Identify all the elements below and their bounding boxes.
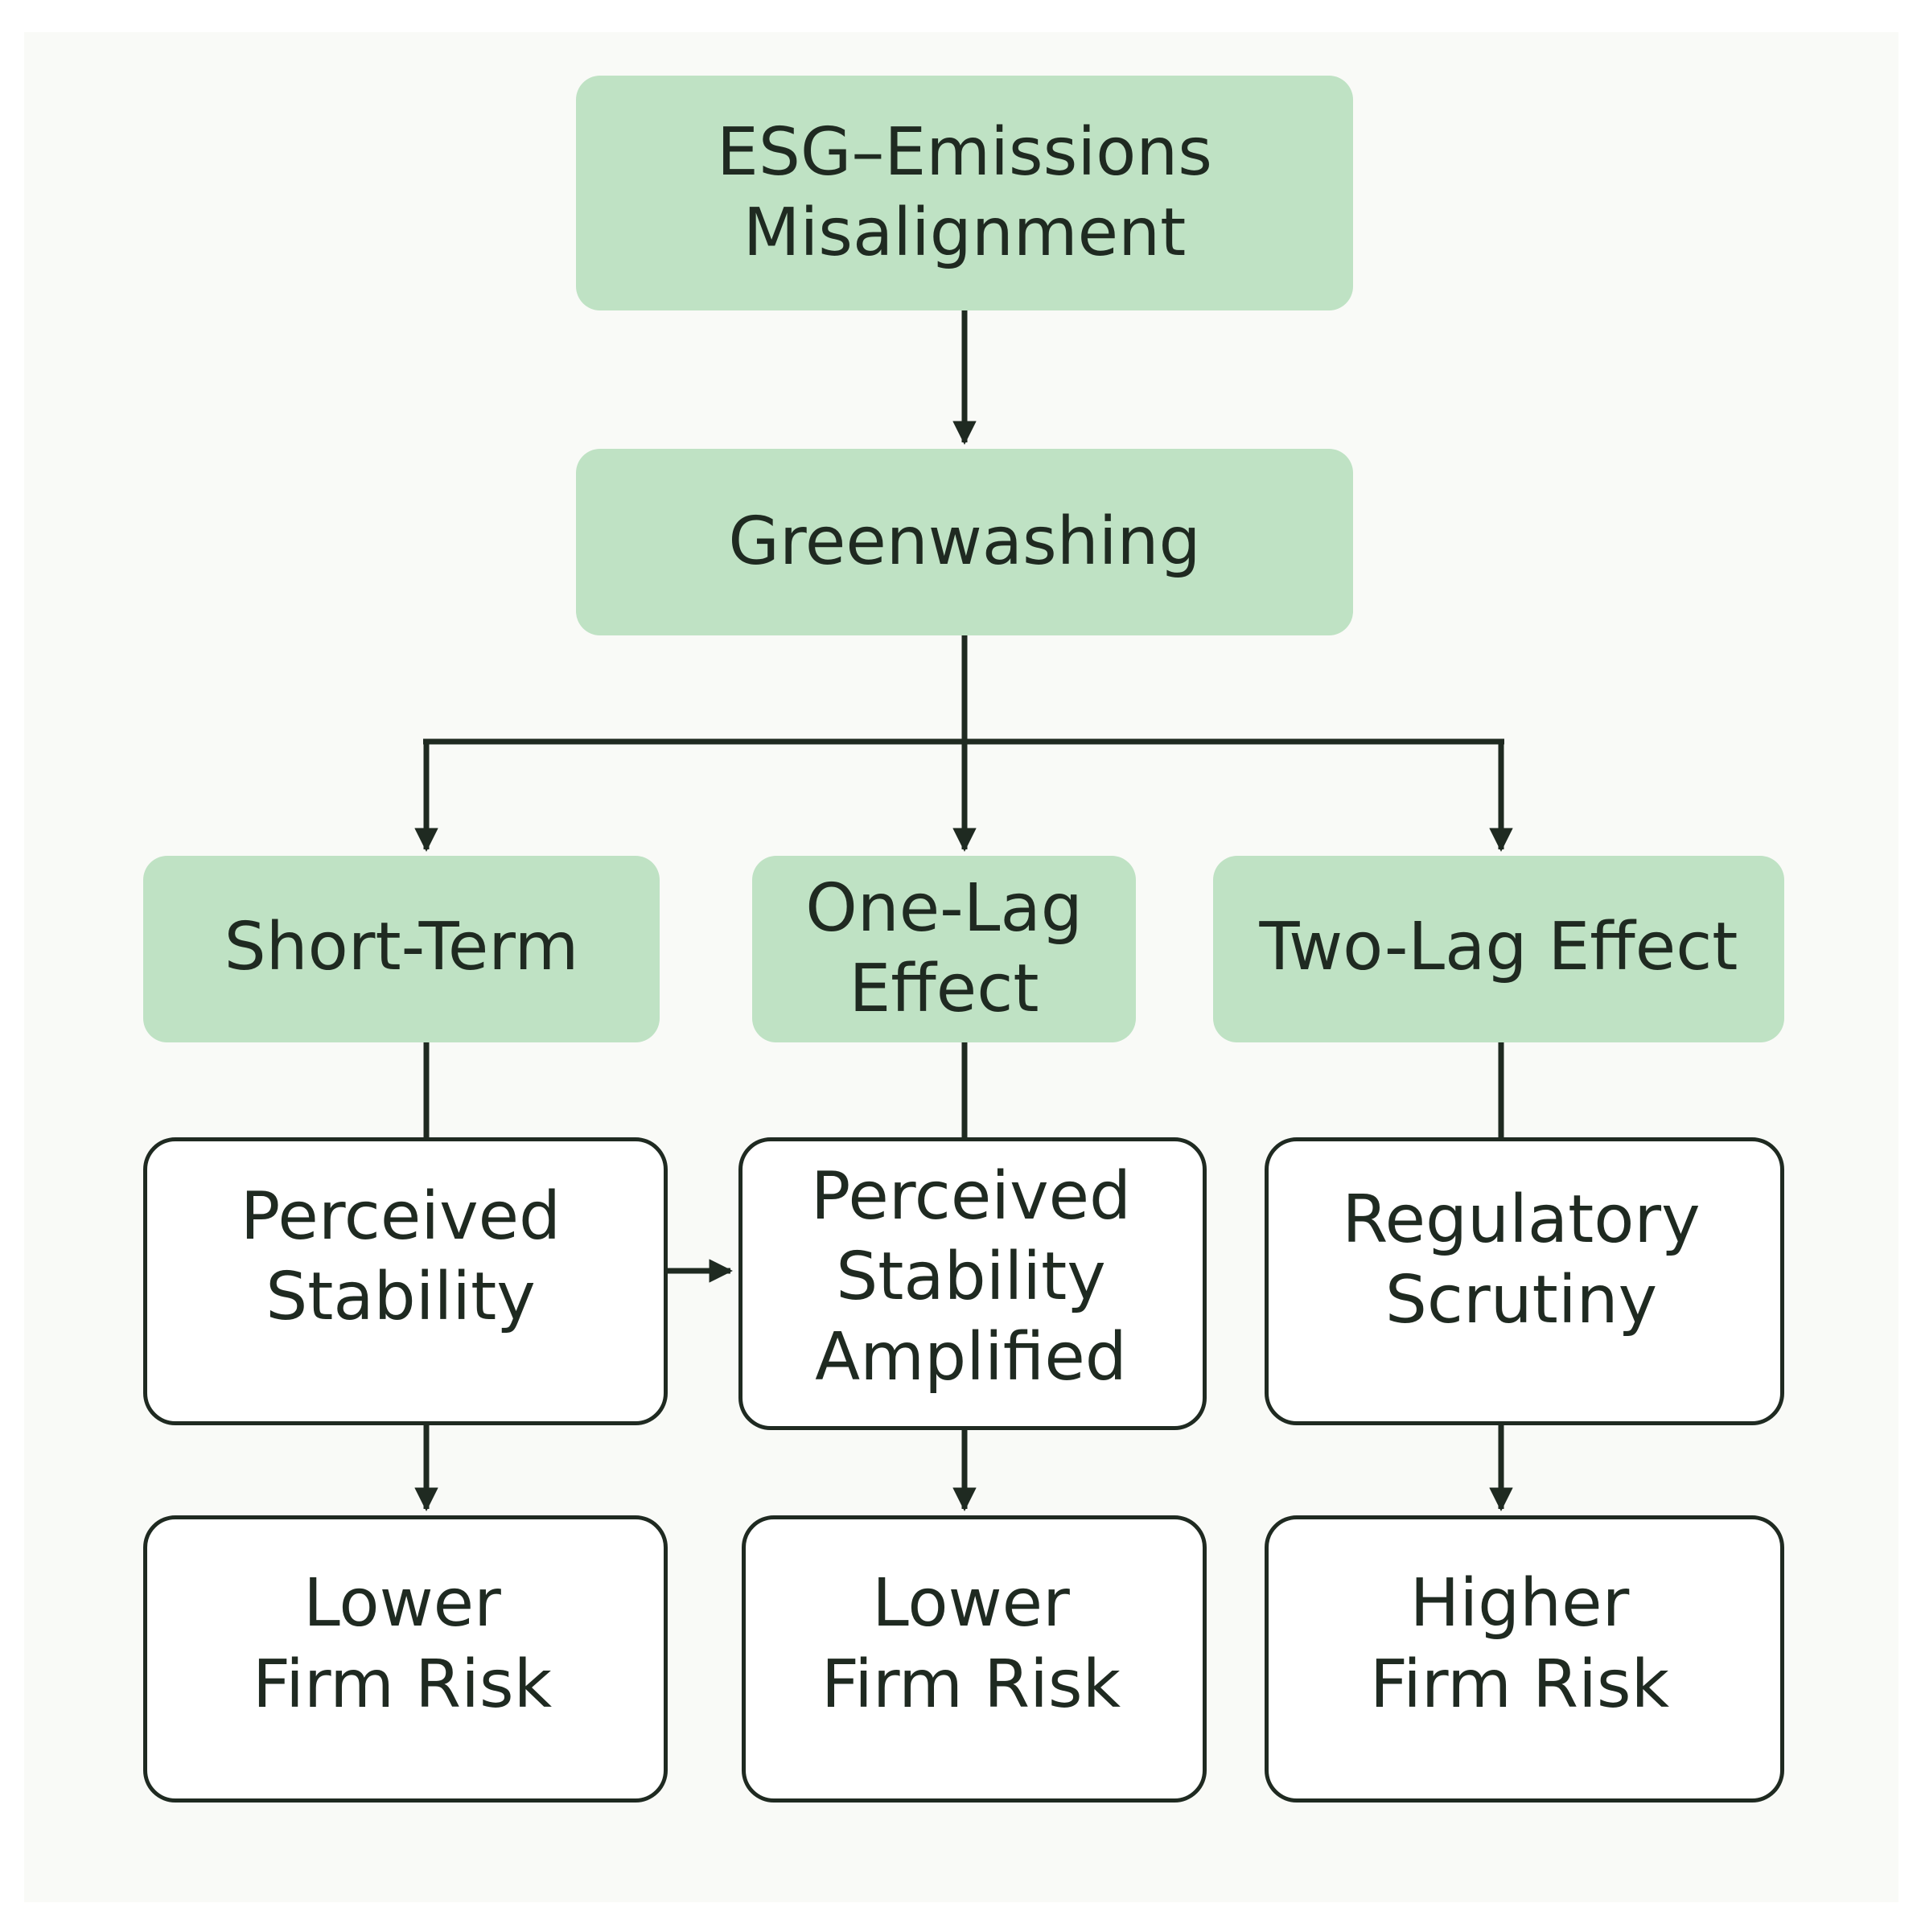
node-label: Short-Term	[224, 908, 579, 985]
node-greenwashing: Greenwashing	[576, 449, 1353, 635]
node-label: Two-Lag Effect	[1259, 908, 1738, 985]
node-label: One-Lag Effect	[805, 869, 1083, 1027]
node-lower-firm-risk-one-lag: Lower Firm Risk	[742, 1515, 1207, 1803]
node-label: ESG–Emissions Misalignment	[717, 113, 1212, 271]
node-regulatory-scrutiny: Regulatory Scrutiny	[1265, 1137, 1784, 1425]
node-label: Perceived Stability	[240, 1178, 561, 1335]
node-one-lag-effect: One-Lag Effect	[752, 856, 1136, 1042]
node-esg-emissions-misalignment: ESG–Emissions Misalignment	[576, 76, 1353, 310]
node-label: Higher Firm Risk	[1369, 1565, 1670, 1723]
node-perceived-stability-amplified: Perceived Stability Amplified	[738, 1137, 1207, 1430]
node-label: Perceived Stability Amplified	[810, 1157, 1132, 1396]
node-label: Lower Firm Risk	[821, 1565, 1121, 1723]
node-two-lag-effect: Two-Lag Effect	[1213, 856, 1784, 1042]
node-short-term: Short-Term	[143, 856, 660, 1042]
node-label: Lower Firm Risk	[252, 1565, 553, 1723]
node-lower-firm-risk-short: Lower Firm Risk	[143, 1515, 668, 1803]
node-higher-firm-risk: Higher Firm Risk	[1265, 1515, 1784, 1803]
node-label: Regulatory Scrutiny	[1342, 1181, 1701, 1338]
node-perceived-stability: Perceived Stability	[143, 1137, 668, 1425]
node-label: Greenwashing	[728, 503, 1201, 580]
